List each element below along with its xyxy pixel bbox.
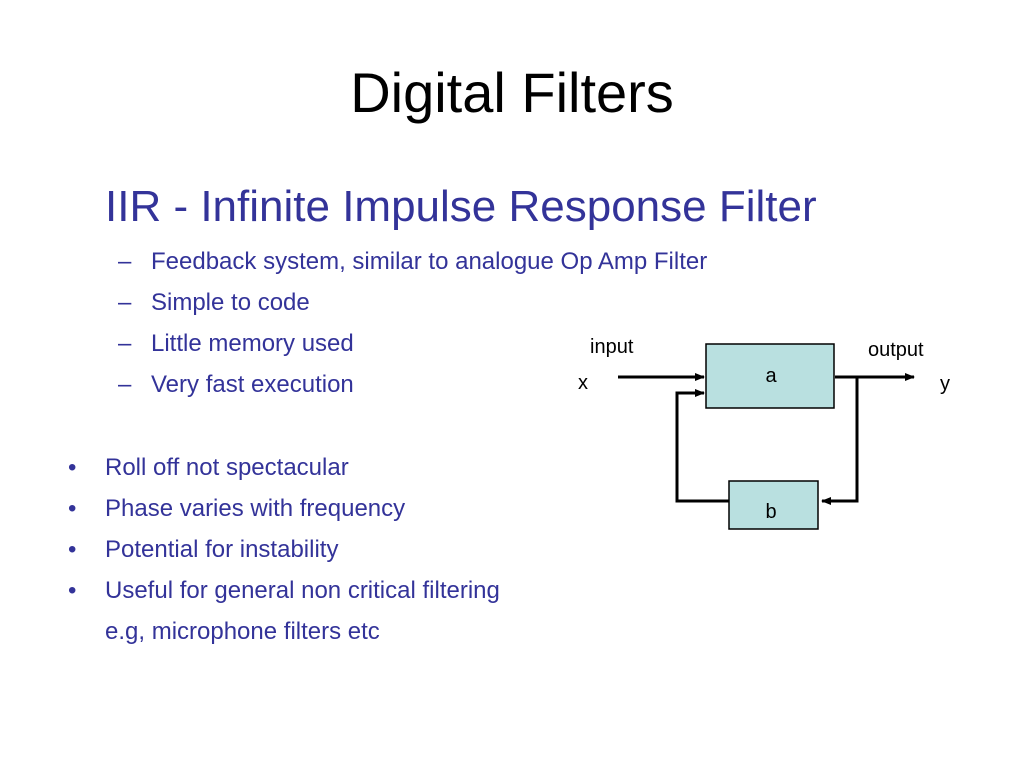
sub-point-text: Simple to code: [151, 289, 310, 316]
feedback-up-path: [675, 389, 729, 503]
bullet-continuation-line: e.g, microphone filters etc: [68, 613, 500, 654]
bullet-point: • Phase varies with frequency: [68, 490, 500, 531]
block-b: [728, 480, 819, 530]
iir-block-diagram: input output x y a b: [578, 336, 950, 530]
dash-marker: –: [118, 330, 132, 357]
sub-point-text: Feedback system, similar to analogue Op …: [151, 248, 708, 275]
block-a-label: a: [765, 365, 777, 387]
bullet-point: • Potential for instability: [68, 531, 500, 572]
x-label: x: [578, 372, 588, 394]
bullet-marker: •: [68, 536, 77, 563]
output-label: output: [868, 339, 924, 361]
bullet-point: • Useful for general non critical filteri…: [68, 572, 500, 613]
feedback-down-path: [821, 377, 859, 505]
bullet-marker: •: [68, 495, 77, 522]
bullet-continuation-text: e.g, microphone filters etc: [105, 618, 380, 645]
sub-point: –Little memory used: [118, 325, 707, 366]
sub-point: –Simple to code: [118, 284, 707, 325]
sub-point-text: Little memory used: [151, 330, 354, 357]
bullet-point: • Roll off not spectacular: [68, 449, 500, 490]
bullet-text: Potential for instability: [105, 536, 339, 563]
bullet-text: Roll off not spectacular: [105, 454, 349, 481]
block-b-label: b: [765, 501, 776, 523]
y-label: y: [940, 373, 950, 395]
sub-point-text: Very fast execution: [151, 371, 354, 398]
bullet-marker: •: [68, 577, 77, 604]
dash-marker: –: [118, 371, 132, 398]
bullet-list: • Roll off not spectacular • Phase varies …: [68, 449, 500, 654]
bullet-text: Phase varies with frequency: [105, 495, 406, 522]
bullet-text: Useful for general non critical filterin…: [105, 577, 500, 604]
block-a: [705, 343, 835, 409]
dash-marker: –: [118, 289, 132, 316]
sub-point-list: –Feedback system, similar to analogue Op…: [118, 243, 707, 407]
bullet-marker: •: [68, 454, 77, 481]
sub-point: –Feedback system, similar to analogue Op…: [118, 243, 707, 284]
input-label: input: [590, 336, 634, 358]
slide-title: Digital Filters: [350, 61, 674, 124]
sub-point: –Very fast execution: [118, 366, 707, 407]
section-heading: IIR - Infinite Impulse Response Filter: [105, 182, 817, 231]
dash-marker: –: [118, 248, 132, 275]
